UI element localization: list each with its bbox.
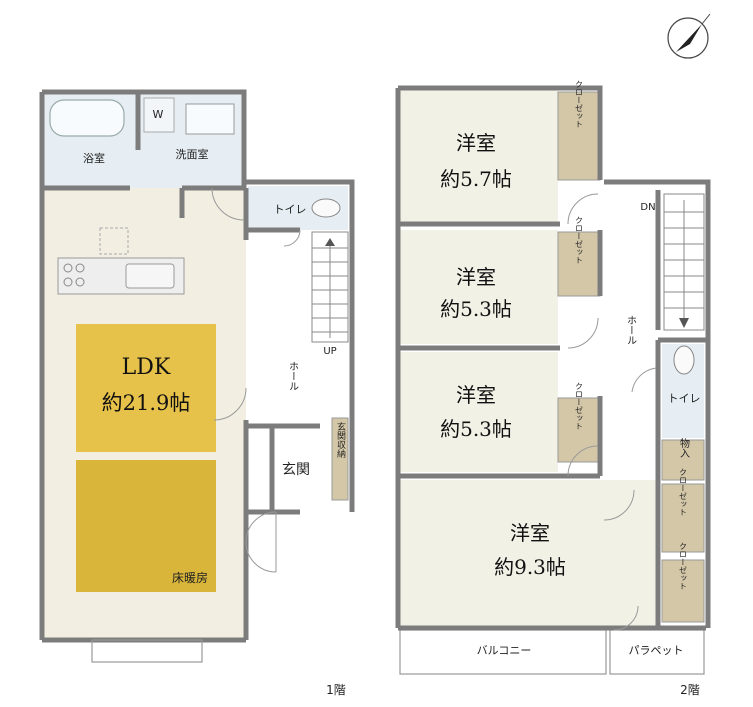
closet-label-1: クローゼット <box>575 80 584 128</box>
bedroom-2-name: 洋室 <box>456 265 496 289</box>
walls-1f <box>39 89 355 643</box>
toilet-label-2f: トイレ <box>668 392 701 405</box>
parapet <box>609 629 705 675</box>
bedroom-3-name: 洋室 <box>456 383 496 407</box>
bedroom-4-floor <box>400 480 658 626</box>
washroom-label: 洗面室 <box>176 147 209 161</box>
door-swings-1f <box>211 187 301 573</box>
door-swings-2f <box>567 193 657 631</box>
bedroom-4-size: 約9.3帖 <box>494 555 566 579</box>
stairs-2f <box>663 193 705 331</box>
bath-label: 浴室 <box>83 151 105 165</box>
bedroom-3-size: 約5.3帖 <box>440 417 512 441</box>
stove-burner <box>63 277 73 287</box>
closet-1 <box>557 91 601 181</box>
floor-2: 洋室 約5.7帖 洋室 約5.3帖 洋室 約5.3帖 洋室 約9.3帖 クローゼ… <box>395 80 711 697</box>
hall-label-1f: ホール <box>287 361 299 391</box>
bedroom-2-floor <box>400 230 558 344</box>
floor-heating-upper <box>76 324 216 452</box>
closet-5 <box>661 559 705 623</box>
storage-2f <box>661 439 705 481</box>
bathtub <box>49 99 125 137</box>
closet-label-3: クローゼット <box>575 382 584 430</box>
bedroom-3-floor <box>400 352 558 472</box>
bedroom-1-floor <box>400 90 558 222</box>
floor-heating-lower <box>76 460 216 592</box>
floor-2-label: 2階 <box>680 682 700 697</box>
bedroom-1-size: 約5.7帖 <box>440 167 512 191</box>
closet-label-4: クローゼット <box>679 468 688 516</box>
closet-3 <box>557 397 601 463</box>
bay-window <box>91 639 203 663</box>
ldk-name: LDK <box>122 355 171 380</box>
hall-label-2f: ホール <box>625 315 637 345</box>
floor-heating-label: 床暖房 <box>172 570 208 585</box>
entrance-storage <box>331 417 349 501</box>
storage-label-2f: 物入 <box>678 437 690 458</box>
stove-burner <box>75 263 85 273</box>
bedroom-2-size: 約5.3帖 <box>440 297 512 321</box>
closet-label-2: クローゼット <box>575 216 584 264</box>
stove-burner <box>63 263 73 273</box>
stove-burner <box>75 277 85 287</box>
parapet-label: パラペット <box>629 644 684 657</box>
stairs-down-label: DN <box>640 202 655 213</box>
balcony <box>399 629 607 675</box>
north-arrow-icon <box>667 13 711 59</box>
stairs-up-label: UP <box>323 346 336 357</box>
entrance-storage-label: 玄関収納 <box>335 421 346 459</box>
washer-label: W <box>153 108 164 121</box>
walls-2f <box>395 85 711 631</box>
closet-label-5: クローゼット <box>679 542 688 590</box>
balcony-label: バルコニー <box>477 644 532 657</box>
floor-1-label: 1階 <box>326 682 346 697</box>
washbasin <box>185 103 235 135</box>
toilet-fixture-2f <box>673 345 695 375</box>
kitchen-sink <box>125 263 175 289</box>
closet-4 <box>661 483 705 553</box>
bedroom-4-name: 洋室 <box>510 521 550 545</box>
entrance-label: 玄関 <box>282 461 310 478</box>
toilet-fixture-1f <box>311 198 341 218</box>
stairs-1f <box>311 231 349 343</box>
washer-space <box>143 97 175 133</box>
ldk-size: 約21.9帖 <box>102 391 191 415</box>
bedroom-1-name: 洋室 <box>456 131 496 155</box>
toilet-label-1f: トイレ <box>274 203 307 216</box>
range-hood <box>99 227 129 255</box>
floor-1: LDK 約21.9帖 床暖房 浴室 洗面室 W トイレ 玄関 玄関収納 ホール … <box>39 89 355 697</box>
